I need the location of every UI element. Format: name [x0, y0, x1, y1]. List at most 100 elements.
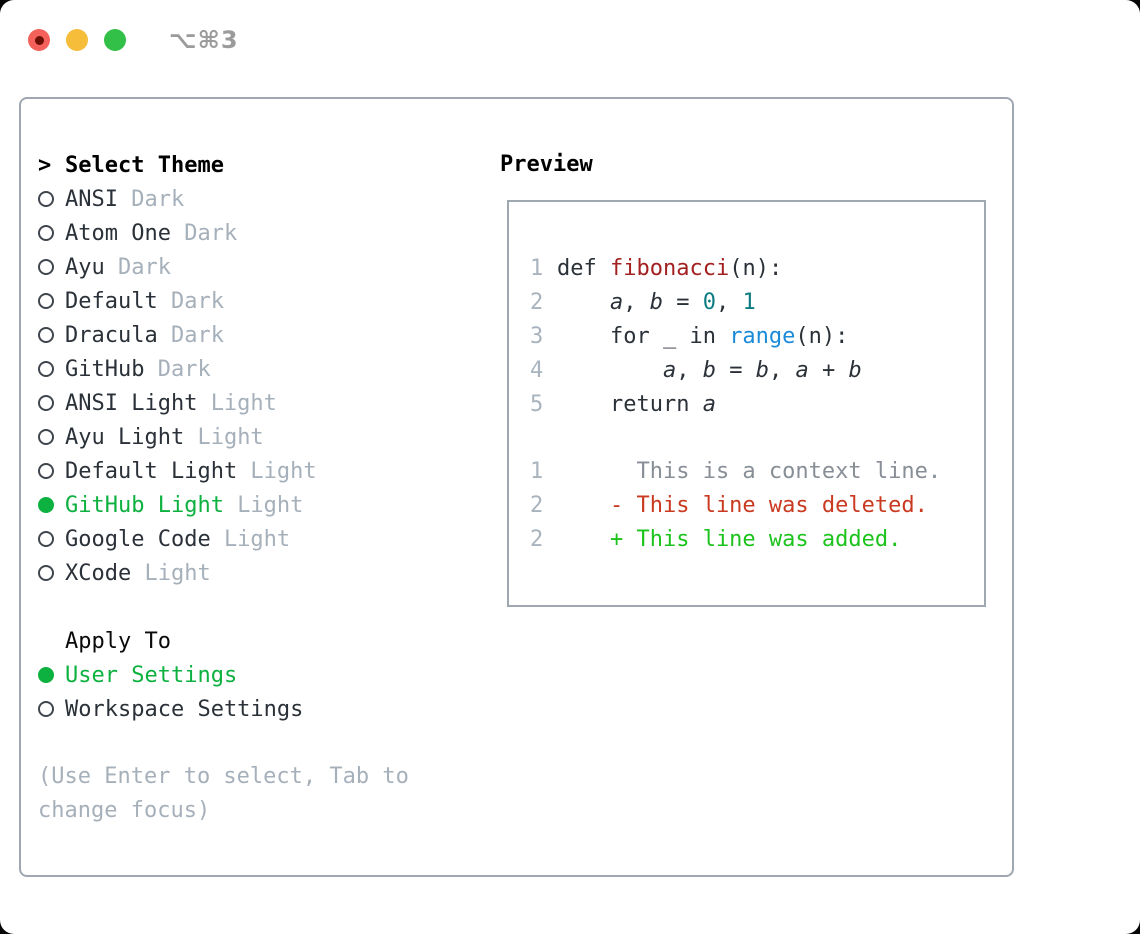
diff-line-text: + This line was added.	[557, 526, 902, 552]
radio-icon	[38, 259, 54, 275]
line-number: 2	[530, 526, 544, 552]
radio-icon	[38, 191, 54, 207]
theme-variant-tag: Dark	[131, 186, 185, 212]
radio-icon	[38, 327, 54, 343]
theme-name: Ayu Light	[65, 424, 185, 450]
preview-title: Preview	[500, 152, 593, 177]
code-token: ,	[768, 357, 796, 383]
theme-option[interactable]: ANSI Light Light	[38, 386, 468, 420]
theme-variant-tag: Light	[223, 526, 291, 552]
close-dot-icon	[34, 35, 44, 45]
code-preview: 1 def fibonacci(n): 2 a, b = 0, 1 3 for …	[530, 251, 984, 421]
code-token: (n):	[795, 323, 849, 349]
theme-variant-tag: Light	[144, 560, 211, 586]
code-token: a	[609, 289, 624, 315]
code-line: 1 def fibonacci(n):	[530, 251, 984, 285]
radio-icon	[38, 701, 54, 717]
apply-to-option-label: Workspace Settings	[65, 696, 304, 722]
code-token: fibonacci	[609, 255, 730, 281]
radio-icon	[38, 565, 54, 581]
theme-name: GitHub	[65, 356, 145, 382]
code-token: ,	[715, 289, 743, 315]
radio-marker	[38, 463, 65, 479]
line-number: 4	[530, 357, 544, 383]
code-token: range	[729, 323, 796, 349]
radio-icon	[38, 463, 54, 479]
radio-icon	[38, 225, 54, 241]
theme-option[interactable]: GitHub Light Light	[38, 488, 468, 522]
radio-marker	[38, 667, 65, 683]
line-number: 2	[530, 289, 544, 315]
apply-to-option-label: User Settings	[65, 662, 238, 688]
theme-option[interactable]: Google Code Light	[38, 522, 468, 556]
radio-marker	[38, 191, 65, 207]
code-token: (n):	[729, 255, 783, 281]
code-token	[557, 358, 663, 383]
code-token: a	[702, 391, 716, 417]
theme-option[interactable]: ANSI Dark	[38, 182, 468, 216]
radio-marker	[38, 327, 65, 343]
zoom-button[interactable]	[104, 29, 126, 51]
radio-icon	[38, 667, 54, 683]
code-token: =	[662, 289, 703, 315]
focus-caret-icon: >	[38, 152, 52, 178]
radio-marker	[38, 565, 65, 581]
radio-marker	[38, 259, 65, 275]
apply-to-option[interactable]: Workspace Settings	[38, 692, 468, 726]
minimize-button[interactable]	[66, 29, 88, 51]
theme-variant-tag: Dark	[157, 356, 211, 382]
line-number: 3	[530, 323, 544, 349]
diff-line: 1 This is a context line.	[530, 454, 984, 488]
radio-marker	[38, 429, 65, 445]
close-button[interactable]	[28, 29, 50, 51]
radio-icon	[38, 497, 54, 513]
theme-variant-tag: Light	[210, 390, 277, 416]
theme-option[interactable]: Ayu Light Light	[38, 420, 468, 454]
spacer	[38, 590, 468, 624]
theme-name: ANSI Light	[65, 390, 198, 416]
spacer	[38, 726, 468, 760]
preview-box: 1 def fibonacci(n): 2 a, b = 0, 1 3 for …	[507, 200, 986, 607]
theme-option[interactable]: GitHub Dark	[38, 352, 468, 386]
diff-line: 2 + This line was added.	[530, 522, 984, 556]
radio-marker	[38, 293, 65, 309]
theme-variant-tag: Dark	[170, 322, 224, 348]
code-token: ,	[676, 357, 703, 383]
radio-icon	[38, 429, 54, 445]
apply-to-option[interactable]: User Settings	[38, 658, 468, 692]
code-gap	[530, 421, 984, 454]
code-token	[557, 290, 610, 315]
apply-to-options: User Settings Workspace Settings	[38, 658, 468, 726]
theme-variant-tag: Light	[237, 492, 304, 518]
theme-name: Google Code	[65, 526, 211, 552]
theme-variant-tag: Light	[197, 424, 264, 450]
code-token: +	[808, 357, 849, 383]
theme-name: GitHub Light	[65, 492, 224, 518]
window-title: ⌥⌘3	[169, 26, 239, 54]
radio-icon	[38, 293, 54, 309]
theme-name: ANSI	[65, 186, 118, 212]
code-token: return	[557, 391, 703, 417]
code-token: 1	[742, 289, 756, 315]
code-line: 2 a, b = 0, 1	[530, 285, 984, 319]
theme-name: Atom One	[65, 220, 171, 246]
keyboard-hint: (Use Enter to select, Tab to change focu…	[38, 764, 409, 823]
line-number: 1	[530, 458, 544, 484]
code-token: b	[702, 357, 716, 383]
radio-marker	[38, 361, 65, 377]
line-number: 2	[530, 492, 544, 518]
code-token: =	[715, 357, 756, 383]
code-token: 0	[702, 289, 716, 315]
radio-marker	[38, 531, 65, 547]
radio-icon	[38, 361, 54, 377]
apply-to-header-row: Apply To	[38, 624, 468, 658]
